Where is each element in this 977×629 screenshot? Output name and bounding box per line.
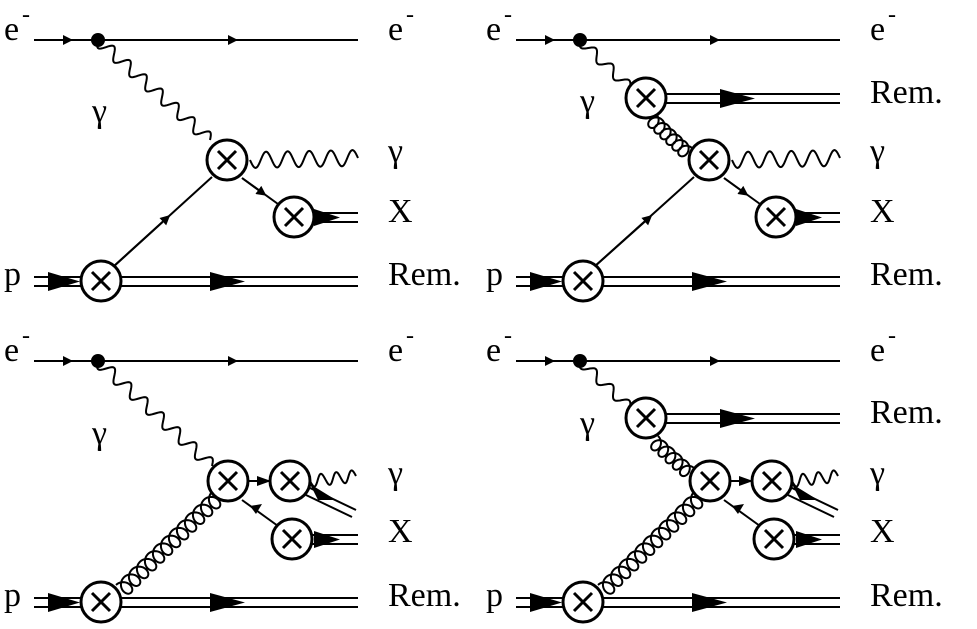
- outgoing-quark-arrow: [723, 177, 749, 196]
- proton-in-double-line: [34, 272, 82, 291]
- outgoing-quark-arrow: [241, 177, 267, 196]
- photon-outgoing: [309, 469, 357, 488]
- electron-in-label: e: [4, 11, 19, 48]
- x-label: X: [388, 193, 413, 230]
- x-label: X: [388, 513, 413, 550]
- photon-remnant-label: Rem.: [870, 394, 943, 431]
- x-label: X: [870, 513, 895, 550]
- proton-vertex: [79, 259, 123, 303]
- electron-out-label: e: [388, 332, 403, 369]
- photon-exchange-label: γ: [579, 83, 595, 120]
- photon-outgoing: [791, 469, 839, 488]
- proton-vertex: [561, 580, 605, 624]
- electron-out-label: e: [870, 332, 885, 369]
- photon-exchange-label: γ: [91, 415, 107, 452]
- photon-resolved-vertex: [624, 396, 668, 440]
- quark-to-fragmentation-arrow: [257, 476, 271, 486]
- hard-scatter-vertex: [206, 459, 250, 503]
- proton-in-double-line: [516, 272, 564, 291]
- outgoing-quark-arrow: [250, 504, 262, 514]
- photon-exchange-label: γ: [579, 405, 595, 442]
- proton-vertex: [79, 580, 123, 624]
- photon-remnant-double-line: [664, 89, 840, 108]
- gluon-from-photon: [647, 113, 693, 158]
- proton-in-double-line: [516, 593, 564, 612]
- photon-out-label: γ: [869, 455, 885, 492]
- photon-propagator: [96, 39, 212, 141]
- proton-in-label: p: [4, 256, 21, 293]
- photon-fragmentation-vertex: [750, 459, 794, 503]
- diagram-bottom-left: e - e - γ γ X p: [4, 323, 461, 624]
- hard-scatter-vertex: [688, 459, 732, 503]
- electron-out-charge: -: [888, 2, 896, 28]
- fragmentation-photon-jet: [305, 484, 357, 518]
- photon-out-label: γ: [387, 455, 403, 492]
- fragmentation-vertex: [270, 517, 314, 561]
- diagram-bottom-right: e - e - γ Rem. γ: [486, 323, 943, 624]
- electron-out-label: e: [388, 11, 403, 48]
- photon-resolved-vertex: [624, 76, 668, 120]
- proton-in-label: p: [486, 256, 503, 293]
- photon-fragmentation-vertex: [268, 459, 312, 503]
- x-double-line: [310, 531, 358, 548]
- quark-to-fragmentation-arrow: [739, 476, 753, 486]
- electron-in-label: e: [4, 332, 19, 369]
- proton-vertex: [561, 259, 605, 303]
- outgoing-quark-line: [723, 499, 761, 527]
- diagram-top-right: e - e - γ Rem. γ X p: [486, 2, 943, 303]
- electron-out-label: e: [870, 11, 885, 48]
- photon-outgoing: [731, 149, 841, 169]
- photon-remnant-label: Rem.: [870, 74, 943, 111]
- gluon-from-proton: [115, 491, 222, 595]
- electron-out-charge: -: [406, 2, 414, 28]
- fragmentation-vertex: [752, 517, 796, 561]
- proton-remnant-double-line: [120, 593, 358, 612]
- quark-line-arrow: [112, 214, 171, 268]
- proton-in-double-line: [34, 593, 82, 612]
- electron-out-charge: -: [406, 323, 414, 349]
- fragmentation-photon-jet: [787, 484, 839, 518]
- gluon-from-proton: [597, 491, 704, 595]
- photon-propagator: [578, 39, 632, 89]
- photon-out-label: γ: [387, 133, 403, 170]
- photon-exchange-label: γ: [91, 93, 107, 130]
- photon-outgoing: [249, 149, 359, 169]
- x-double-line: [310, 209, 358, 226]
- fragmentation-vertex: [272, 195, 316, 239]
- x-double-line: [792, 531, 840, 548]
- x-double-line: [792, 209, 840, 226]
- remnant-label: Rem.: [388, 577, 461, 614]
- fragmentation-vertex: [754, 195, 798, 239]
- hard-scatter-vertex: [687, 138, 731, 182]
- photon-propagator: [578, 360, 632, 409]
- photon-out-label: γ: [869, 133, 885, 170]
- proton-in-label: p: [4, 577, 21, 614]
- electron-out-charge: -: [888, 323, 896, 349]
- electron-in-charge: -: [22, 323, 30, 349]
- remnant-label: Rem.: [870, 256, 943, 293]
- electron-in-label: e: [486, 332, 501, 369]
- x-label: X: [870, 193, 895, 230]
- electron-in-charge: -: [22, 2, 30, 28]
- electron-in-charge: -: [504, 323, 512, 349]
- proton-remnant-double-line: [602, 272, 840, 291]
- remnant-label: Rem.: [870, 577, 943, 614]
- proton-remnant-double-line: [120, 272, 358, 291]
- outgoing-quark-arrow: [732, 504, 744, 514]
- electron-in-charge: -: [504, 2, 512, 28]
- photon-propagator: [96, 360, 214, 467]
- diagram-top-left: e - e - γ γ X p Rem.: [4, 2, 461, 303]
- remnant-label: Rem.: [388, 256, 461, 293]
- quark-line-arrow: [593, 215, 653, 268]
- electron-in-label: e: [486, 11, 501, 48]
- outgoing-quark-line: [241, 499, 279, 527]
- gluon-from-photon: [650, 435, 695, 478]
- photon-remnant-double-line: [664, 409, 840, 428]
- proton-in-label: p: [486, 577, 503, 614]
- proton-remnant-double-line: [602, 593, 840, 612]
- hard-scatter-vertex: [205, 138, 249, 182]
